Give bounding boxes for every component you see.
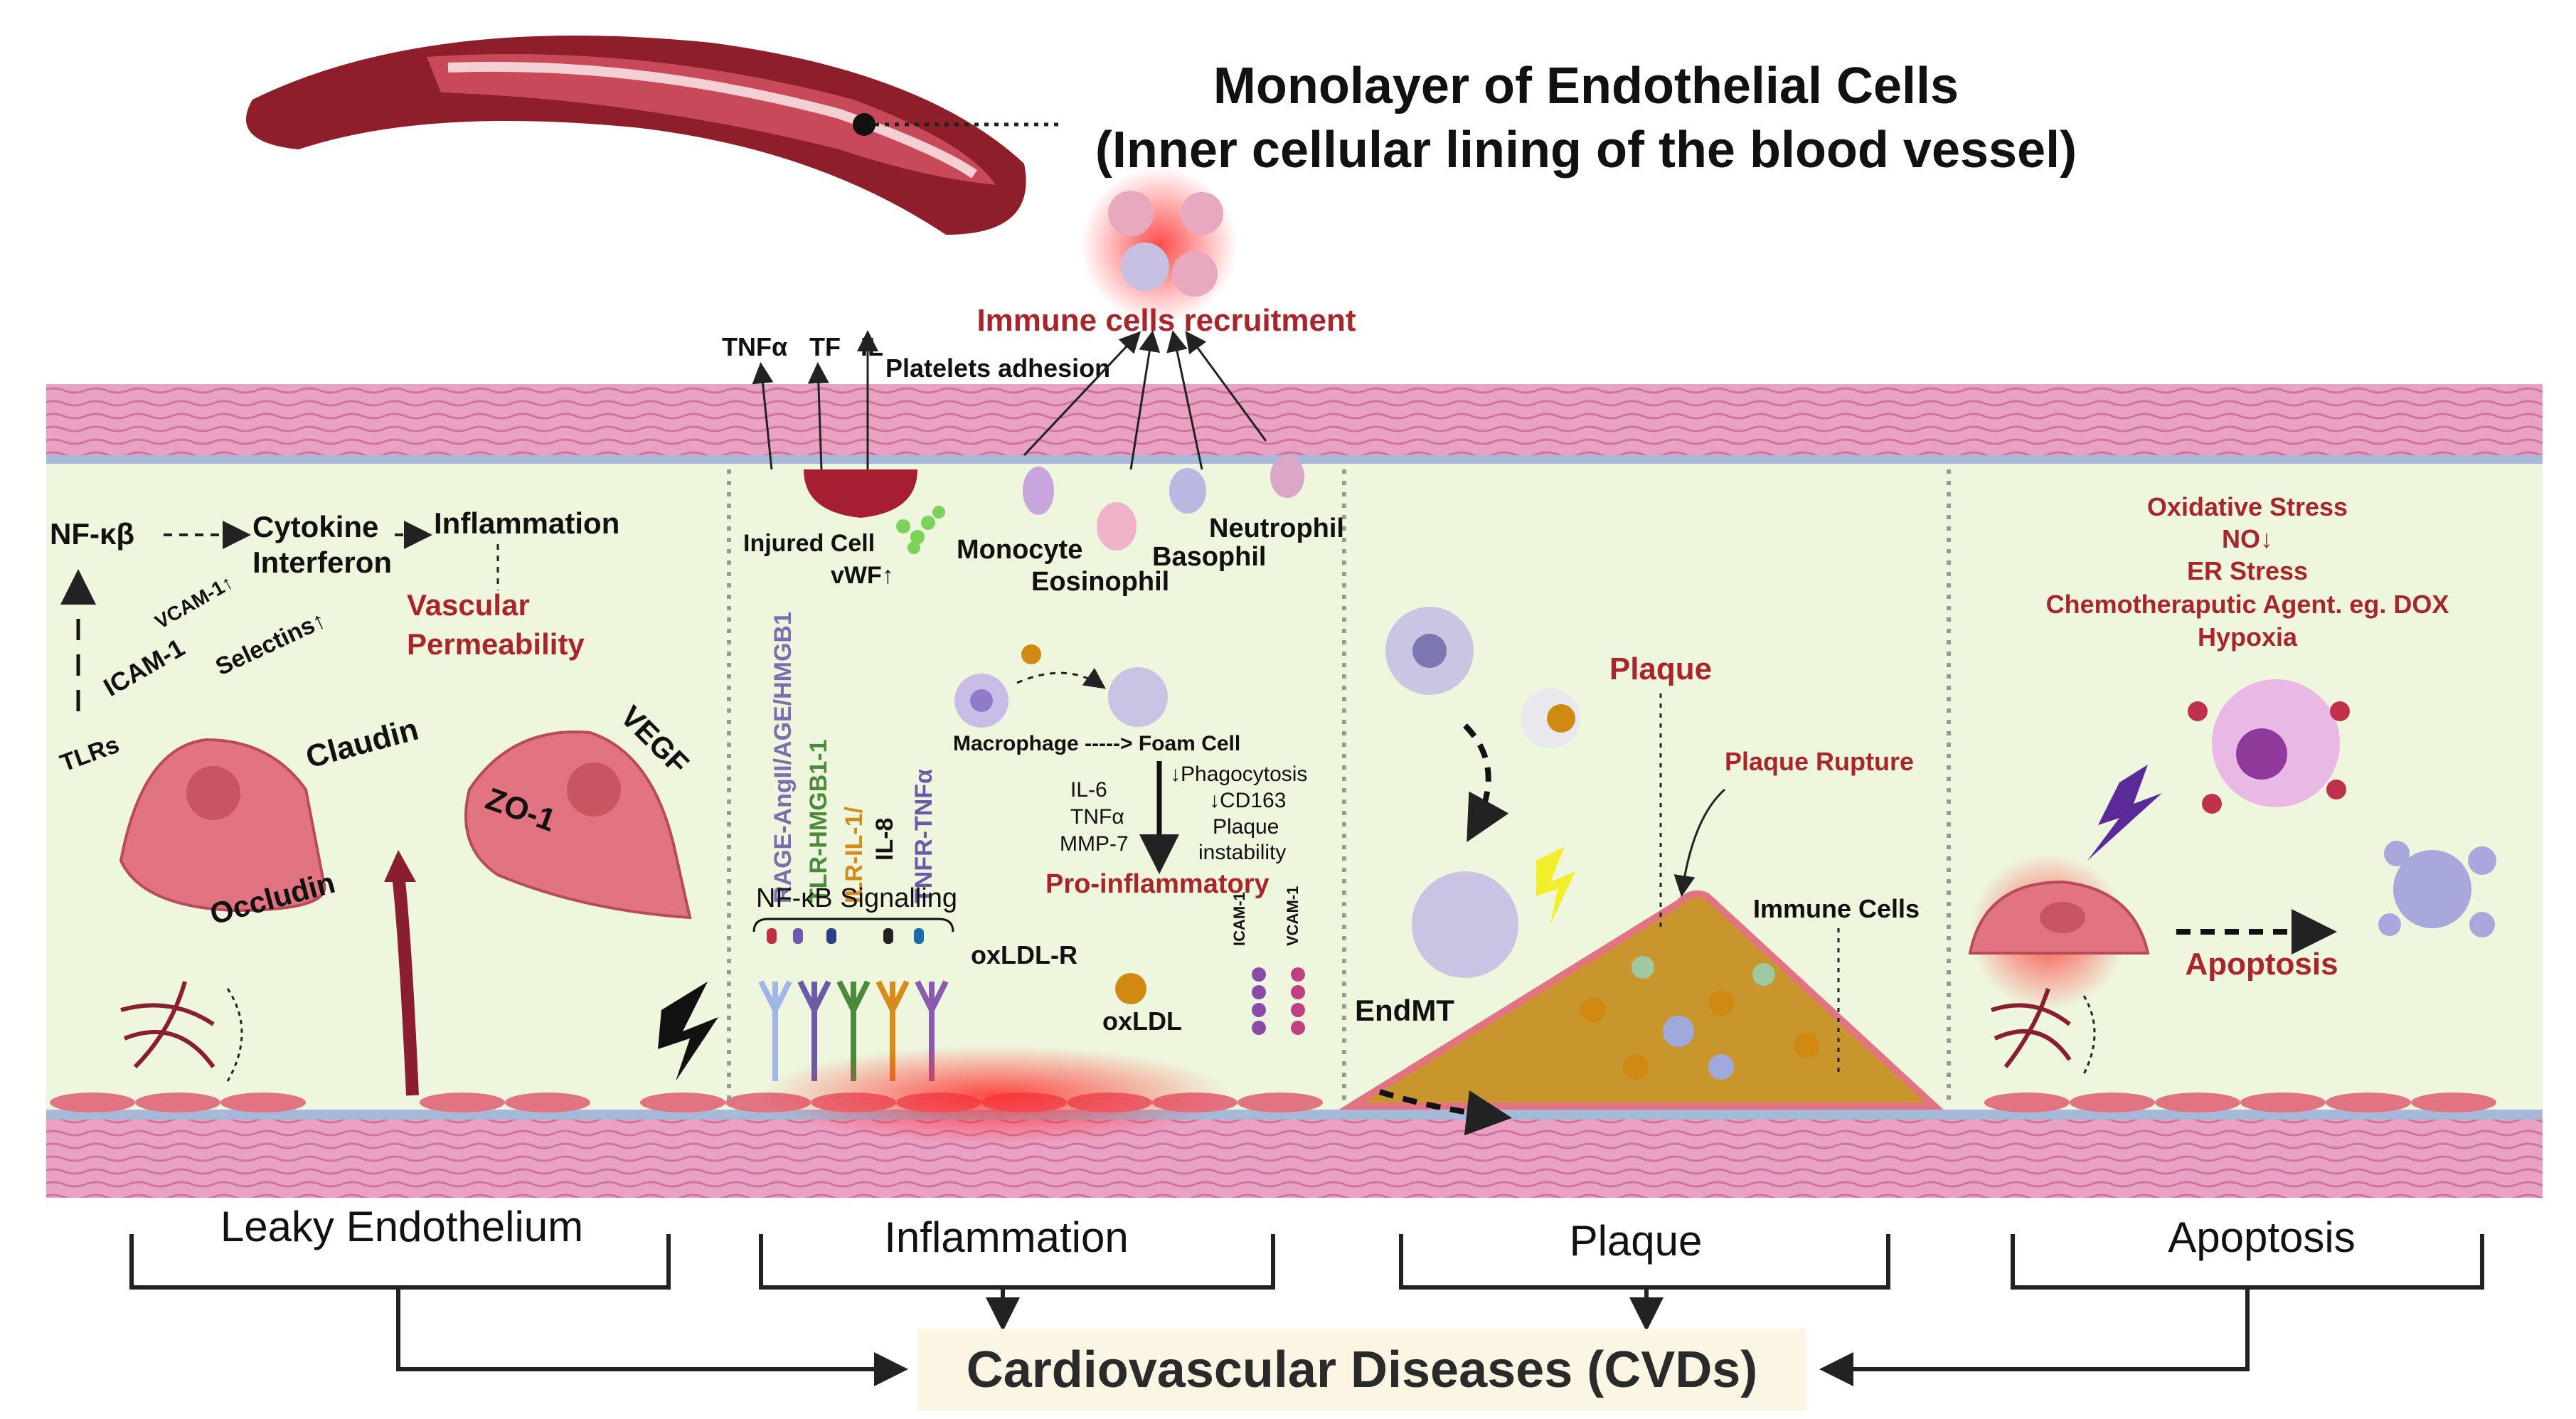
title-line-2: (Inner cellular lining of the blood vess… — [1095, 122, 2077, 179]
endmt-arrow — [1378, 1089, 1512, 1136]
endothelial-cell-right — [464, 730, 692, 920]
basement-membrane-bottom — [46, 1110, 2543, 1120]
injured-cell-label: Injured Cell — [743, 530, 875, 557]
platelets-label: Platelets adhesion — [885, 354, 1110, 383]
plaque-word-label: Plaque — [1213, 815, 1279, 839]
inflammation-label-leaky: Inflammation — [434, 506, 619, 540]
plaque-rupture-label: Plaque Rupture — [1725, 747, 1914, 776]
title-line-1: Monolayer of Endothelial Cells — [1213, 58, 1959, 115]
vessel-wall-bottom — [46, 1120, 2543, 1198]
lightning-icon — [658, 982, 718, 1081]
receptor-label-3: ILR-IL-1/ — [841, 806, 868, 903]
cytokine-label: Cytokine — [252, 510, 378, 543]
stress-lightning-icon — [2087, 765, 2162, 861]
immune-cells-inflammation — [1023, 455, 1304, 551]
permeability-arrow-head — [384, 850, 416, 882]
bottom-label-plaque: Plaque — [1570, 1217, 1703, 1265]
pro-inflammatory-label: Pro-inflammatory — [1045, 869, 1270, 899]
cvd-label: Cardiovascular Diseases (CVDs) — [967, 1341, 1758, 1398]
receptor-label-2: TLR-HMGB1-1 — [805, 740, 832, 903]
permeability-arrow — [392, 874, 419, 1096]
shear-stress-icon-right — [1991, 988, 2096, 1075]
receptor-label-4: TNFR-TNFα — [910, 769, 937, 903]
il-label-top: IL — [861, 332, 883, 361]
lumen-area — [46, 464, 2543, 1115]
receptor-label-1: RAGE-AngII/AGE/HMGB1 — [770, 612, 797, 903]
vwf-label: vWF↑ — [831, 562, 894, 589]
inflammation-glow — [761, 1046, 1230, 1145]
immune-cells-cluster — [1081, 167, 1238, 324]
monocyte-migration-arrow — [1463, 723, 1509, 842]
oxldl-label: oxLDL — [1102, 1006, 1182, 1036]
brackets — [129, 1234, 2484, 1386]
injured-cell — [804, 469, 917, 518]
tnfa-label-top: TNFα — [722, 332, 787, 361]
tnfa-label-mid: TNFα — [1070, 805, 1124, 829]
instability-label: instability — [1198, 841, 1286, 864]
section-dividers — [727, 469, 1951, 1102]
adhesion-molecules — [1252, 967, 1305, 1035]
nfkb-label: NF-κβ — [50, 517, 134, 551]
icam1-label-vert: ICAM-1 — [1230, 892, 1248, 946]
blood-vessel-illustration — [245, 36, 1060, 235]
cd163-label: ↓CD163 — [1209, 789, 1286, 812]
chemo-label: Chemotheraputic Agent. eg. DOX — [2046, 590, 2449, 619]
endmt-label: EndMT — [1355, 994, 1454, 1027]
no-label: NO↓ — [2222, 524, 2273, 553]
plaque-cells — [1385, 607, 1580, 978]
tf-label-top: TF — [809, 332, 841, 361]
plaque-lightning-icon — [1536, 846, 1575, 925]
il6-label: IL-6 — [1070, 778, 1107, 802]
macrophage-arrow — [1016, 667, 1106, 689]
secretion-arrows — [752, 330, 1267, 470]
cvd-box — [917, 1329, 1806, 1410]
vessel-wall-top — [46, 384, 2543, 455]
apoptotic-bodies — [2378, 841, 2496, 937]
basophil-label: Basophil — [1152, 542, 1266, 572]
oxidative-label: Oxidative Stress — [2147, 492, 2348, 521]
macrophage-cells — [954, 644, 1168, 728]
macrophage-label: Macrophage -----> Foam Cell — [953, 732, 1240, 755]
phagocytosis-label: ↓Phagocytosis — [1170, 762, 1307, 786]
rupture-pointer — [1673, 788, 1725, 897]
er-stress-label: ER Stress — [2187, 556, 2308, 585]
hypoxia-label: Hypoxia — [2198, 622, 2298, 652]
apoptosis-label: Apoptosis — [2185, 947, 2338, 982]
nfkb-signalling-label: NF-κB Signalling — [756, 883, 957, 913]
eosinophil-label: Eosinophil — [1031, 567, 1169, 597]
immune-cells-label: Immune Cells — [1753, 894, 1920, 923]
monocyte-label: Monocyte — [957, 535, 1082, 565]
vascular-label: Vascular — [407, 588, 530, 622]
immune-recruitment-label: Immune cells recruitment — [976, 303, 1356, 338]
oxldlr-label: oxLDL-R — [971, 940, 1077, 969]
oxldl-particle — [1115, 973, 1146, 1004]
neutrophil-label: Neutrophil — [1209, 514, 1344, 543]
platelets — [896, 506, 945, 554]
endothelial-cell-left — [119, 738, 326, 913]
receptor-label-3b: IL-8 — [871, 818, 898, 861]
bottom-label-inflammation: Inflammation — [884, 1213, 1128, 1261]
mmp7-label: MMP-7 — [1060, 832, 1129, 856]
interferon-label: Interferon — [252, 546, 392, 579]
stressed-cell — [2188, 679, 2350, 814]
vcam1-label-vert: VCAM-1 — [1284, 886, 1302, 946]
nfkb-bracket — [752, 918, 954, 932]
plaque-label: Plaque — [1609, 652, 1712, 686]
shear-stress-icon-left — [120, 981, 243, 1082]
apoptotic-cell-nucleus — [2040, 902, 2085, 933]
bottom-label-leaky: Leaky Endothelium — [220, 1203, 583, 1250]
permeability-label: Permeability — [407, 627, 585, 661]
plaque-contents — [1580, 956, 1819, 1080]
bottom-label-apoptosis: Apoptosis — [2168, 1213, 2356, 1261]
